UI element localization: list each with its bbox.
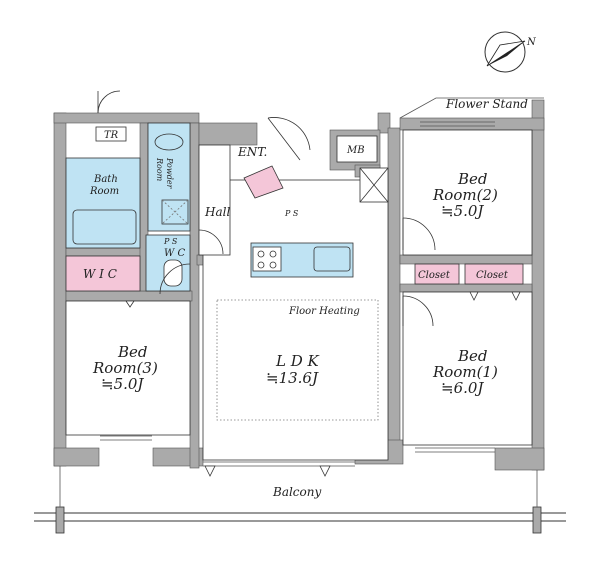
compass-label: N [526, 37, 537, 48]
bed2-label-line1: Bed [457, 170, 488, 188]
closet-right-label: Closet [476, 270, 509, 281]
bed2-floor [402, 129, 533, 256]
bed1-floor [402, 291, 533, 446]
storage-areas [65, 165, 524, 292]
cooktop [252, 246, 282, 272]
floor-heating-label: Floor Heating [288, 306, 360, 317]
closet-left-label: Closet [418, 270, 451, 281]
room-floors [65, 129, 533, 461]
ent-label: ENT. [237, 145, 267, 159]
ps-left-label: P S [163, 237, 178, 246]
bed3-label-line1: Bed [117, 343, 148, 361]
bed2-label-line3: ≒5.0J [441, 202, 484, 220]
wic-box [65, 255, 141, 292]
ldk-label-line2: ≒13.6J [266, 369, 319, 387]
wc-label: W C [164, 248, 185, 259]
tr-label: TR [104, 130, 119, 141]
balcony-label: Balcony [272, 485, 321, 499]
toilet [163, 259, 183, 287]
bed3-label-line3: ≒5.0J [101, 375, 144, 393]
mb-label: MB [346, 145, 365, 156]
bathtub [72, 209, 137, 245]
fixtures [34, 90, 566, 534]
room-labels: Flower Stand TR MB ENT. Hall P S P S W C… [83, 97, 528, 499]
bed2-label-line2: Room(2) [432, 186, 498, 204]
wet-areas [65, 122, 354, 292]
bed3-floor [65, 300, 191, 436]
powder-label-line1: Powder [165, 157, 174, 190]
bed3-label-line2: Room(3) [92, 359, 158, 377]
ps-top-label: P S [284, 209, 299, 218]
ldk-label-line1: L D K [275, 352, 320, 370]
bed1-label-line3: ≒6.0J [441, 379, 484, 397]
wic-label: W I C [83, 267, 117, 281]
bath-label-line1: Bath [93, 174, 118, 185]
hall-floor [198, 144, 231, 256]
north-arrow-icon: N [484, 31, 537, 73]
closet-left-box [414, 263, 460, 285]
ldk-floor [202, 179, 389, 461]
washbasin [154, 133, 184, 151]
hall-label: Hall [204, 205, 230, 219]
closet-right-box [464, 263, 524, 285]
flower-stand-label: Flower Stand [445, 97, 528, 111]
bed1-label-line1: Bed [457, 347, 488, 365]
bed1-label-line2: Room(1) [432, 363, 498, 381]
bath-label-line2: Room [89, 186, 119, 197]
kitchen-sink [313, 246, 351, 272]
shoe-storage [243, 165, 284, 199]
powder-label-line2: Room [155, 157, 164, 182]
